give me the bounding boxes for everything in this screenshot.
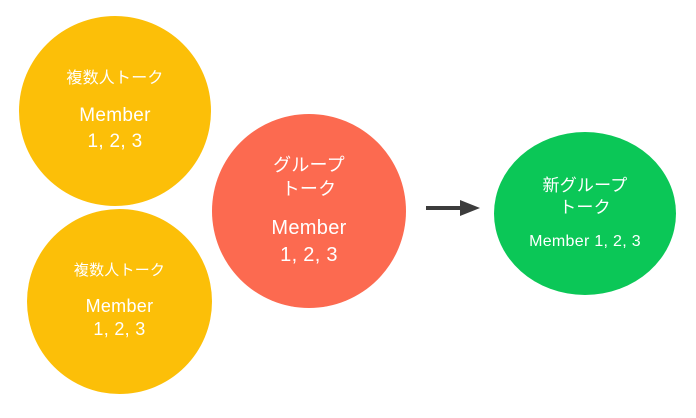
node-multi-talk-2[interactable]: 複数人トーク Member 1, 2, 3: [27, 209, 212, 394]
node-title: 複数人トーク: [73, 261, 166, 279]
node-group-talk[interactable]: グループ トーク Member 1, 2, 3: [212, 114, 406, 308]
node-members: Member 1, 2, 3: [529, 233, 641, 251]
node-title: 新グループ トーク: [542, 175, 628, 217]
node-members: Member 1, 2, 3: [79, 105, 151, 152]
node-members: Member 1, 2, 3: [85, 295, 154, 340]
node-new-group-talk[interactable]: 新グループ トーク Member 1, 2, 3: [494, 132, 676, 295]
node-title: グループ トーク: [273, 154, 345, 199]
right-arrow-icon: [426, 200, 480, 216]
node-title: 複数人トーク: [66, 70, 164, 88]
node-members: Member 1, 2, 3: [271, 217, 347, 266]
node-multi-talk-1[interactable]: 複数人トーク Member 1, 2, 3: [19, 16, 211, 206]
